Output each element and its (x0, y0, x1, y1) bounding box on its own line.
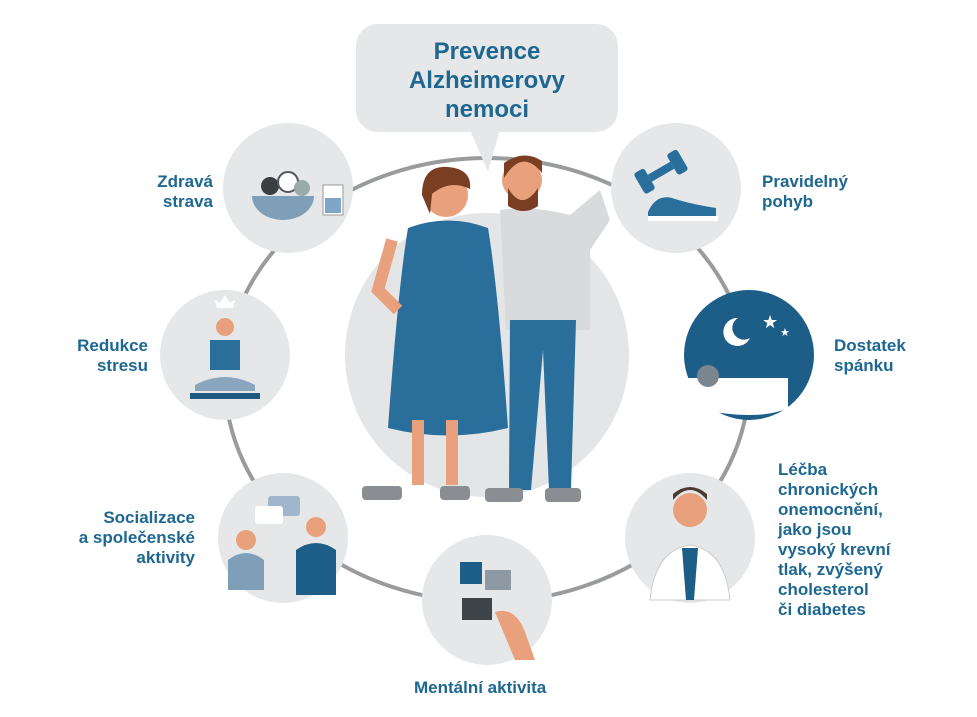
doctor-icon (625, 473, 755, 603)
conversation-icon (218, 473, 348, 603)
label-sufficient-sleep: Dostatek spánku (834, 336, 906, 375)
diagram-title: Prevence Alzheimerovy nemoci (408, 38, 566, 123)
speech-bubble (356, 24, 618, 172)
label-healthy-diet: Zdravá strava (157, 172, 213, 211)
salad-bowl-icon (223, 123, 353, 253)
label-socialization: Socializace a společenské aktivity (78, 508, 195, 567)
label-mental-activity: Mentální aktivita (414, 678, 547, 697)
svg-text:★: ★ (762, 312, 778, 332)
puzzle-icon (422, 535, 552, 665)
label-regular-exercise: Pravidelný pohyb (762, 172, 848, 211)
svg-text:★: ★ (780, 327, 790, 339)
couple-illustration (362, 155, 610, 502)
dumbbell-sneaker-icon (611, 123, 741, 253)
label-chronic-disease-treatment: Léčba chronických onemocnění, jako jsou … (778, 460, 891, 619)
meditation-icon (160, 290, 290, 420)
sleep-icon: ★ ★ (684, 290, 814, 420)
label-stress-reduction: Redukce stresu (77, 336, 148, 375)
